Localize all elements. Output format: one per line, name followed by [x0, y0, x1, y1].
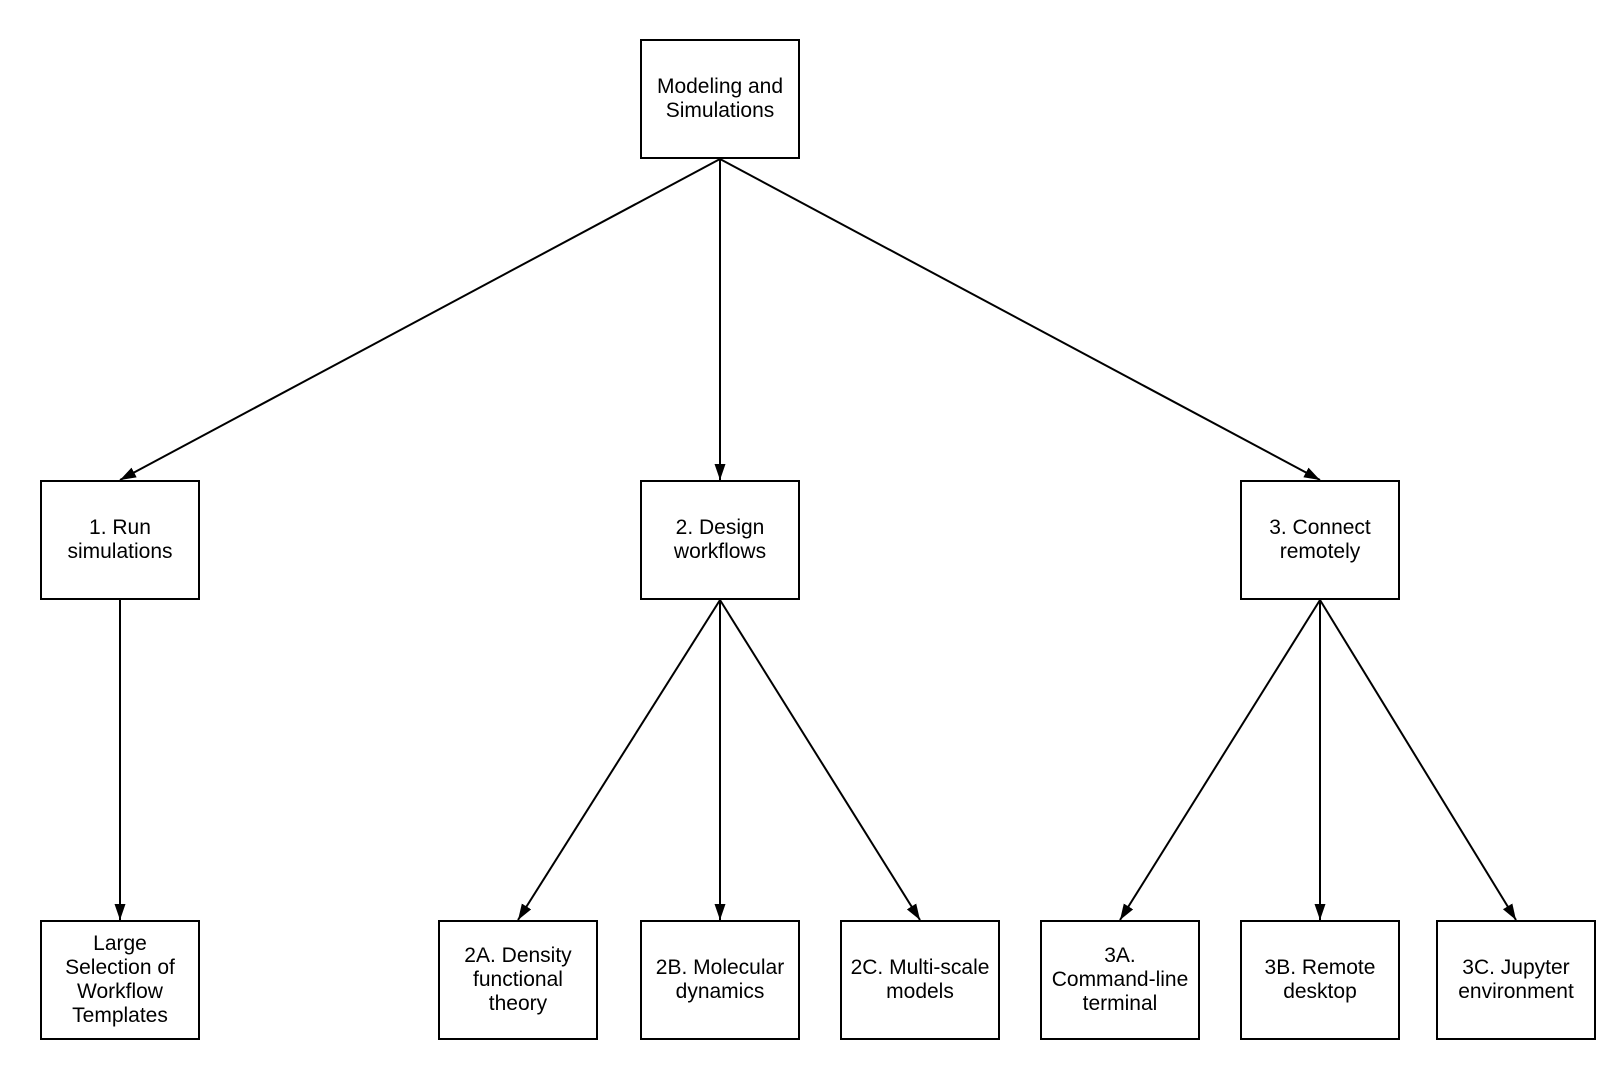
node-molecular-dynamics: 2B. Molecular dynamics [640, 920, 800, 1040]
node-run-simulations: 1. Run simulations [40, 480, 200, 600]
node-jupyter-environment: 3C. Jupyter environment [1436, 920, 1596, 1040]
edge-design-workflows-to-density-functional [517, 599, 721, 921]
edge-design-workflows-to-multi-scale-models [719, 599, 921, 921]
node-connect-remotely: 3. Connect remotely [1240, 480, 1400, 600]
edge-connect-remotely-to-command-line-terminal [1119, 599, 1321, 921]
node-command-line-terminal: 3A. Command-line terminal [1040, 920, 1200, 1040]
node-multi-scale-models: 2C. Multi-scale models [840, 920, 1000, 1040]
node-design-workflows: 2. Design workflows [640, 480, 800, 600]
node-remote-desktop: 3B. Remote desktop [1240, 920, 1400, 1040]
edge-modeling-simulations-to-run-simulations [119, 158, 721, 481]
node-modeling-and-simulations: Modeling and Simulations [640, 39, 800, 159]
edge-connect-remotely-to-jupyter-environment [1319, 599, 1517, 921]
node-density-functional-theory: 2A. Density functional theory [438, 920, 598, 1040]
edge-modeling-simulations-to-connect-remotely [719, 158, 1321, 481]
node-workflow-templates: Large Selection of Workflow Templates [40, 920, 200, 1040]
